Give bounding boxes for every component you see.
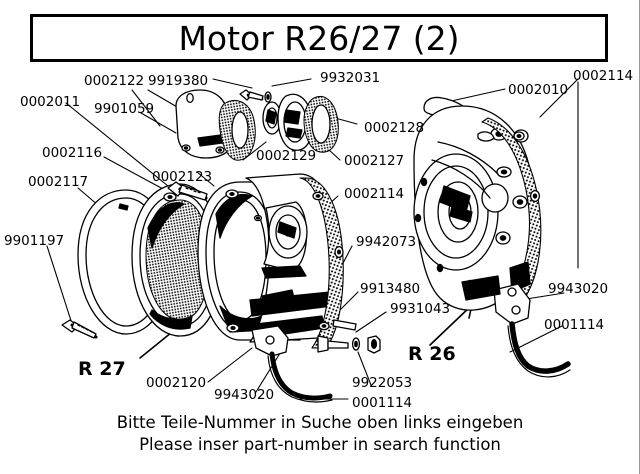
- part-label-0001114-left: 0001114: [352, 395, 413, 411]
- part-9932031-washer: [264, 91, 272, 103]
- part-label-9932031: 9932031: [320, 70, 381, 86]
- part-label-0002122: 0002122: [84, 73, 145, 89]
- part-label-9931043: 9931043: [390, 301, 451, 317]
- part-label-0002129: 0002129: [256, 148, 317, 164]
- part-label-0002117: 0002117: [28, 174, 89, 190]
- part-9919380-screw: [239, 89, 264, 101]
- part-label-0002011: 0002011: [20, 94, 81, 110]
- part-0002127-ring: [303, 96, 339, 153]
- footer-line-german: Bitte Teile-Nummer in Suche oben links e…: [116, 413, 524, 432]
- part-label-9943020-left: 9943020: [214, 387, 275, 403]
- part-label-0002114-top: 0002114: [573, 68, 634, 84]
- part-label-9942073: 9942073: [356, 234, 417, 250]
- footer-line-english: Please inser part-number in search funct…: [139, 434, 501, 454]
- part-0001114-kickstart-right: [461, 275, 571, 378]
- page-title-box: Motor R26/27 (2): [30, 14, 608, 62]
- part-label-9901197: 9901197: [4, 233, 65, 249]
- part-label-9922053: 9922053: [352, 375, 413, 391]
- part-0002010-r26-case: [413, 96, 535, 311]
- part-0002116-ring: [131, 183, 223, 337]
- part-label-9913480: 9913480: [360, 281, 421, 297]
- part-0002123-gasket-ring: [218, 100, 256, 161]
- part-label-0001114-right: 0001114: [544, 317, 605, 333]
- part-label-0002114-mid: 0002114: [344, 186, 405, 202]
- part-label-0002127: 0002127: [344, 153, 405, 169]
- model-label-r26: R 26: [408, 343, 456, 365]
- footer-instructions: Bitte Teile-Nummer in Suche oben links e…: [0, 412, 639, 456]
- part-9913480-bolt: [317, 335, 349, 353]
- part-0002114-gasket-left: [299, 177, 344, 349]
- part-9901059-screw: [167, 181, 208, 201]
- part-label-0002116: 0002116: [42, 145, 103, 161]
- part-label-9919380: 9919380: [148, 73, 209, 89]
- part-label-0002128: 0002128: [364, 120, 425, 136]
- part-label-0002123: 0002123: [152, 169, 213, 185]
- part-9901197-screw: [61, 319, 98, 339]
- model-label-r27: R 27: [78, 358, 126, 380]
- part-9931043-washer: [351, 337, 361, 351]
- part-label-9943020-right: 9943020: [548, 281, 609, 297]
- page-title: Motor R26/27 (2): [178, 18, 460, 58]
- part-label-0002120: 0002120: [146, 375, 207, 391]
- part-0001114-kickstart-left: [251, 289, 333, 403]
- part-label-9901059: 9901059: [94, 101, 155, 117]
- part-9922053-nut: [367, 335, 381, 354]
- part-label-0002010: 0002010: [508, 82, 569, 98]
- part-9942073-pin: [332, 319, 357, 331]
